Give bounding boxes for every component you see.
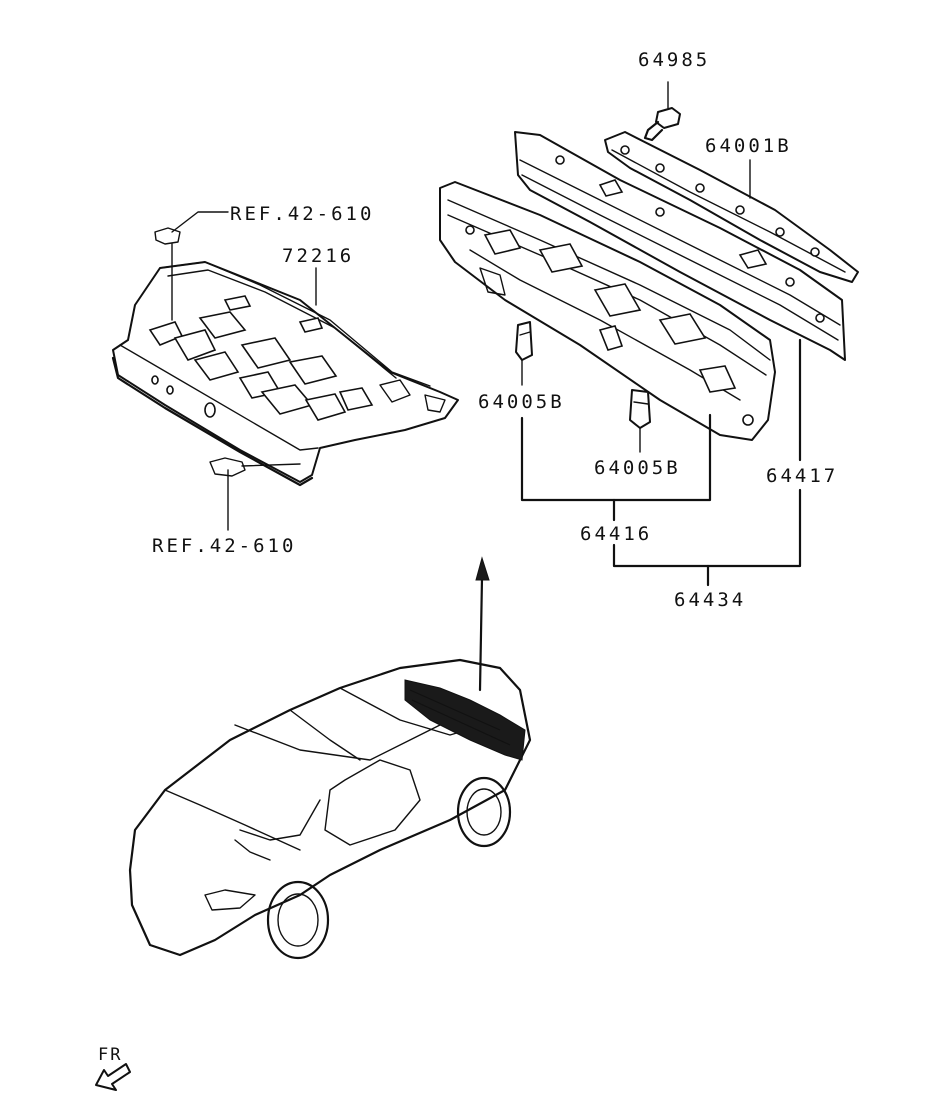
- label-ref-bottom: REF.42-610: [152, 535, 296, 557]
- label-front-direction: FR: [98, 1045, 122, 1065]
- rear-parcel-shelf-part[interactable]: [111, 261, 459, 487]
- label-bracket-center-64005b: 64005B: [594, 457, 681, 479]
- leader-lines: [171, 159, 802, 587]
- label-bracket-left-64005b: 64005B: [478, 391, 565, 413]
- location-arrow: [475, 556, 490, 692]
- label-panel-64417: 64417: [766, 465, 838, 487]
- bracket-center-part[interactable]: [629, 389, 651, 429]
- front-direction-marker: [95, 1063, 131, 1091]
- label-assy-64416: 64416: [580, 523, 652, 545]
- rear-inner-panel-part[interactable]: [439, 181, 776, 441]
- rear-end-panel-part[interactable]: [514, 131, 846, 361]
- label-bolt-64985: 64985: [638, 49, 710, 71]
- label-shelf-72216: 72216: [282, 245, 354, 267]
- bracket-left-part[interactable]: [515, 321, 533, 361]
- bolt-part[interactable]: [643, 81, 681, 142]
- label-panel-64001b: 64001B: [705, 135, 792, 157]
- ref-clip-bottom[interactable]: [209, 457, 246, 477]
- vehicle-outline: [128, 658, 532, 960]
- label-ref-top: REF.42-610: [230, 203, 374, 225]
- label-assy-64434: 64434: [674, 589, 746, 611]
- upper-rear-panel-part[interactable]: [604, 131, 859, 283]
- ref-clip-top[interactable]: [154, 227, 181, 321]
